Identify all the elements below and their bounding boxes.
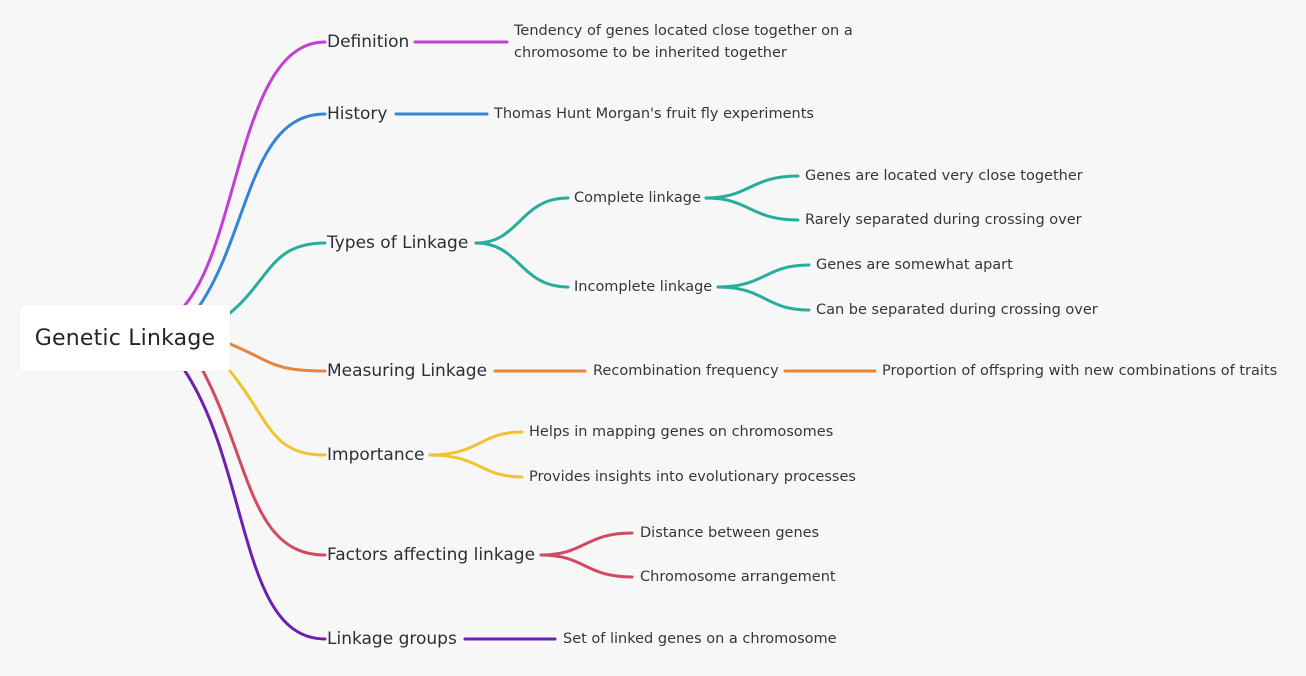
link-incomplete-a [716, 263, 811, 289]
link-factors-a [539, 531, 634, 557]
root-label: Genetic Linkage [34, 325, 216, 351]
node-incomplete-apart[interactable]: Genes are somewhat apart [816, 257, 1013, 273]
node-definition-text[interactable]: Tendency of genes located close together… [514, 23, 853, 61]
link-definition [183, 40, 327, 307]
link-groups [183, 369, 327, 641]
link-types-incomplete [474, 241, 570, 289]
node-history[interactable]: History [327, 104, 388, 124]
root-node[interactable]: Genetic Linkage [20, 305, 230, 371]
node-recombination-proportion[interactable]: Proportion of offspring with new combina… [882, 363, 1278, 379]
node-complete-close[interactable]: Genes are located very close together [805, 168, 1083, 184]
node-history-text[interactable]: Thomas Hunt Morgan's fruit fly experimen… [494, 106, 814, 122]
node-factors-affecting-linkage[interactable]: Factors affecting linkage [327, 545, 536, 565]
link-complete-a [704, 174, 800, 200]
link-types-complete [474, 196, 570, 245]
node-importance-evolution[interactable]: Provides insights into evolutionary proc… [529, 469, 856, 485]
link-importance-b [428, 453, 524, 479]
link-history [198, 112, 327, 307]
node-factors-distance[interactable]: Distance between genes [640, 525, 820, 541]
link-incomplete-b [716, 285, 811, 312]
node-incomplete-separated[interactable]: Can be separated during crossing over [816, 302, 1098, 318]
node-importance-mapping[interactable]: Helps in mapping genes on chromosomes [529, 424, 834, 440]
node-measuring-linkage[interactable]: Measuring Linkage [327, 361, 488, 381]
link-importance [228, 369, 327, 457]
node-recombination-frequency[interactable]: Recombination frequency [593, 363, 779, 379]
node-factors-arrangement[interactable]: Chromosome arrangement [640, 569, 836, 585]
node-types-of-linkage[interactable]: Types of Linkage [327, 233, 469, 253]
link-types [228, 241, 327, 315]
node-importance[interactable]: Importance [327, 445, 425, 465]
node-linkage-groups-text[interactable]: Set of linked genes on a chromosome [563, 631, 837, 647]
node-linkage-groups[interactable]: Linkage groups [327, 629, 457, 649]
link-factors-b [539, 553, 634, 579]
node-incomplete-linkage[interactable]: Incomplete linkage [574, 279, 713, 295]
node-complete-rarely[interactable]: Rarely separated during crossing over [805, 212, 1082, 228]
node-complete-linkage[interactable]: Complete linkage [574, 190, 701, 206]
node-definition[interactable]: Definition [327, 32, 410, 52]
link-importance-a [428, 430, 524, 457]
link-complete-b [704, 196, 800, 222]
link-factors [201, 369, 327, 557]
link-measuring [228, 342, 327, 373]
